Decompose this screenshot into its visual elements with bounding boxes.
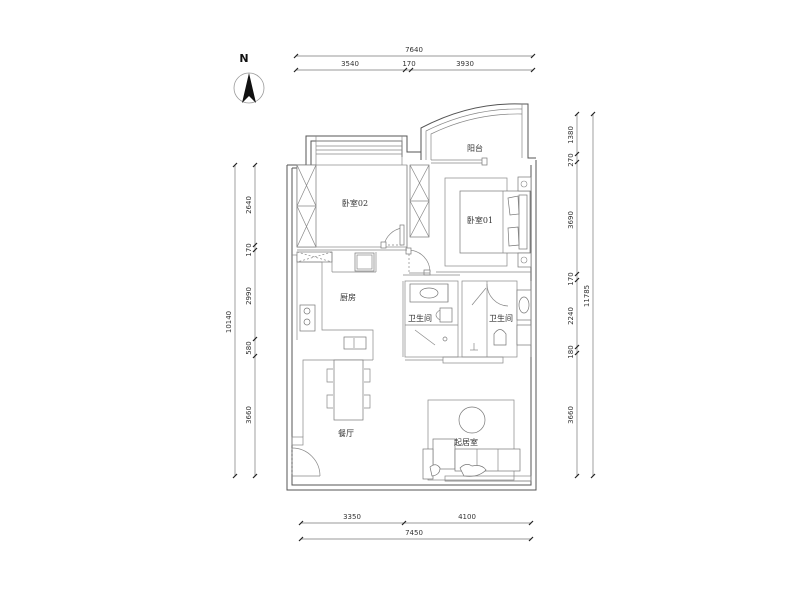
bottom-dimensions: 3350 4100 7450 bbox=[298, 513, 534, 542]
room-label-bedroom-02: 卧室02 bbox=[342, 198, 368, 208]
dim-left-seg-3: 2990 bbox=[245, 287, 253, 305]
dim-top-total: 7640 bbox=[405, 46, 423, 54]
room-label-dining: 餐厅 bbox=[338, 429, 354, 438]
bedroom-02: 卧室02 bbox=[296, 164, 408, 249]
dim-left-seg-2: 170 bbox=[245, 243, 253, 256]
north-label: N bbox=[239, 52, 248, 65]
nightstand-top bbox=[517, 176, 532, 192]
internal-walls bbox=[402, 274, 532, 357]
left-dimensions: 10140 2640 170 2990 580 3660 bbox=[225, 162, 258, 479]
dim-left-total: 10140 bbox=[225, 311, 233, 333]
dim-right-total: 11785 bbox=[583, 285, 591, 307]
bathroom-right: 卫生间 bbox=[405, 280, 532, 364]
kitchen-sink bbox=[343, 336, 367, 350]
dim-bottom-seg-1: 3350 bbox=[343, 513, 361, 521]
bathroom-left: 卫生间 bbox=[404, 280, 459, 358]
coffee-table bbox=[458, 406, 486, 434]
north-compass: N bbox=[233, 52, 265, 104]
dim-top-seg-3: 3930 bbox=[456, 60, 474, 68]
dim-right-seg-6: 180 bbox=[567, 345, 575, 358]
right-dimensions: 1380 270 3690 170 2240 180 3660 11785 bbox=[567, 111, 596, 479]
kitchen: 厨房 bbox=[292, 249, 407, 360]
living-room: 起居室 bbox=[422, 399, 532, 482]
dim-right-seg-5: 2240 bbox=[567, 307, 575, 325]
dim-left-seg-4: 580 bbox=[245, 341, 253, 354]
room-label-balcony: 阳台 bbox=[467, 143, 483, 153]
room-label-kitchen: 厨房 bbox=[340, 292, 356, 302]
room-label-bathroom-right: 卫生间 bbox=[489, 313, 513, 323]
dim-left-seg-1: 2640 bbox=[245, 196, 253, 214]
toilet-right bbox=[493, 329, 507, 346]
dim-top-seg-2: 170 bbox=[402, 60, 415, 68]
toilet-left bbox=[439, 307, 453, 323]
armchair bbox=[432, 438, 456, 470]
fridge bbox=[354, 252, 375, 272]
nightstand-bottom bbox=[517, 252, 532, 268]
north-arrow-icon bbox=[242, 73, 256, 103]
dining-table bbox=[333, 359, 364, 421]
stove bbox=[299, 304, 316, 332]
room-label-living: 起居室 bbox=[454, 437, 478, 447]
dim-right-seg-1: 1380 bbox=[567, 126, 575, 144]
dim-bottom-seg-2: 4100 bbox=[458, 513, 476, 521]
dim-right-seg-4: 170 bbox=[567, 272, 575, 285]
dim-top-seg-1: 3540 bbox=[341, 60, 359, 68]
room-label-bedroom-01: 卧室01 bbox=[467, 215, 493, 225]
bedroom-01: 卧室01 bbox=[405, 164, 532, 276]
top-dimensions: 7640 3540 170 3930 bbox=[293, 46, 536, 73]
dim-right-seg-7: 3660 bbox=[567, 406, 575, 424]
room-label-bathroom-left: 卫生间 bbox=[408, 313, 432, 323]
dim-left-seg-5: 3660 bbox=[245, 406, 253, 424]
dim-right-seg-3: 3690 bbox=[567, 211, 575, 229]
living-rug bbox=[427, 399, 515, 481]
dining: 餐厅 bbox=[291, 359, 373, 477]
dim-right-seg-2: 270 bbox=[567, 153, 575, 166]
balcony: 阳台 bbox=[420, 103, 536, 166]
dim-bottom-total: 7450 bbox=[405, 529, 423, 537]
